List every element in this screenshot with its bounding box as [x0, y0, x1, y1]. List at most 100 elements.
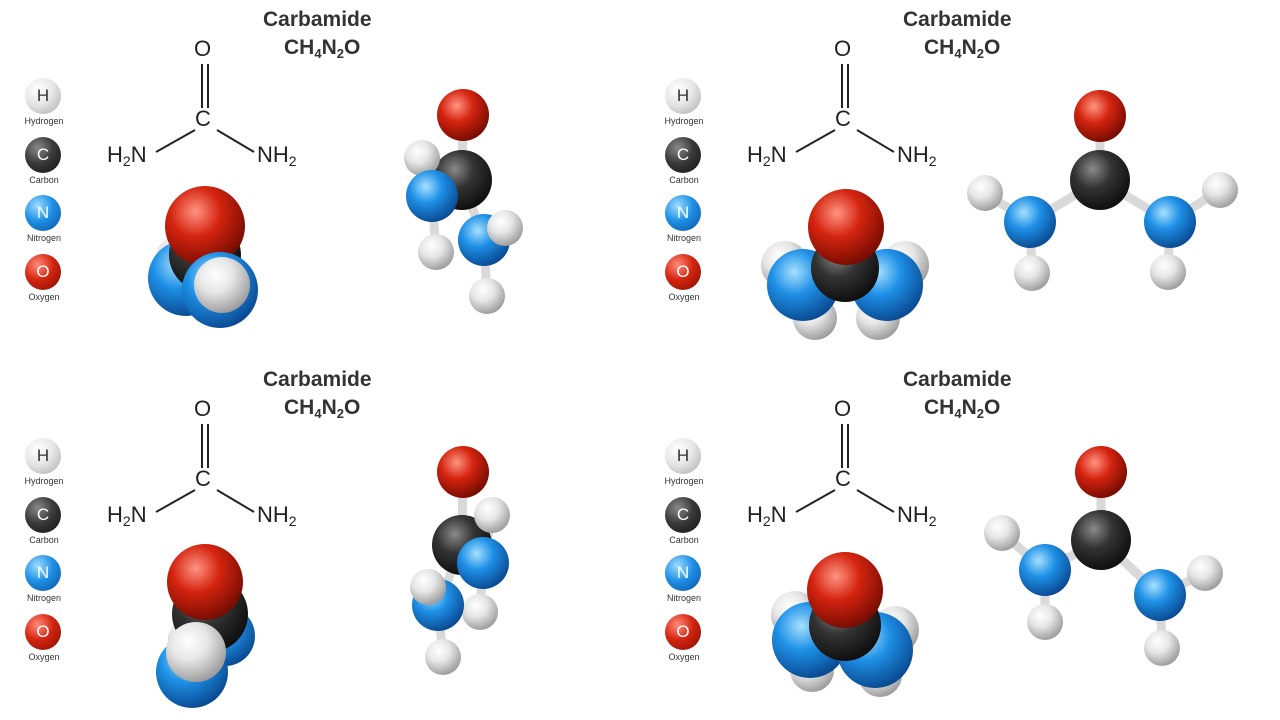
- hydrogen-atom: [462, 594, 498, 630]
- hydrogen-atom: [1202, 172, 1238, 208]
- panel-top-left: Carbamide CH4N2O H Hydrogen C Carbon N N…: [0, 0, 640, 360]
- bond-stick: [479, 223, 510, 245]
- bond-stick: [1163, 217, 1175, 277]
- nitrogen-atom: [412, 579, 464, 631]
- bond-stick: [1095, 175, 1175, 227]
- amine-part: NH: [257, 502, 289, 527]
- ball-and-stick-model: [984, 446, 1223, 666]
- amine-subscript: 2: [122, 513, 131, 529]
- amine-left-label: H2N: [747, 502, 787, 529]
- amine-subscript: 2: [762, 513, 771, 529]
- bond-stick: [1040, 535, 1106, 575]
- carbon-atom-icon: C: [25, 136, 61, 173]
- bond-stick: [980, 188, 1035, 227]
- nitrogen-atom-icon: N: [25, 555, 61, 591]
- legend-label: Hydrogen: [24, 476, 64, 486]
- molecular-formula: CH4N2O: [284, 36, 360, 61]
- hydrogen-atom: [871, 606, 919, 654]
- compound-name: Carbamide: [263, 368, 372, 391]
- legend-item-oxygen: O Oxygen: [658, 253, 710, 313]
- bond-stick: [1025, 175, 1105, 227]
- legend-label: Oxygen: [28, 651, 60, 662]
- amine-left-label: H2N: [747, 142, 787, 169]
- formula-subscript: 2: [336, 46, 344, 61]
- hydrogen-atom-icon: H: [665, 438, 701, 474]
- oxygen-atom-icon: O: [665, 253, 701, 290]
- panel-top-right: Carbamide CH4N2O H Hydrogen C Carbon N N…: [640, 0, 1280, 360]
- legend-label: Nitrogen: [26, 593, 62, 603]
- legend-label: Carbon: [669, 174, 699, 185]
- legend-label: Carbon: [29, 534, 59, 545]
- formula-part: CH: [924, 36, 955, 59]
- hydrogen-atom: [410, 569, 446, 605]
- nitrogen-atom: [1144, 196, 1196, 248]
- amine-right-label: NH2: [257, 142, 297, 169]
- carbon-atom: [1071, 510, 1131, 570]
- amine-subscript: 2: [762, 153, 771, 169]
- oxygen-atom-icon: O: [25, 613, 61, 650]
- hydrogen-atom: [984, 515, 1020, 551]
- legend-label: Nitrogen: [26, 233, 62, 243]
- panel-bottom-right: Carbamide CH4N2O H Hydrogen C Carbon N N…: [640, 360, 1280, 720]
- legend-label: Oxygen: [668, 651, 700, 662]
- atom-legend: H Hydrogen C Carbon N Nitrogen O Oxygen: [18, 78, 70, 312]
- legend-item-oxygen: O Oxygen: [658, 613, 710, 673]
- structural-formula: O C H2N NH2: [100, 394, 310, 534]
- structural-formula: O C H2N NH2: [740, 34, 950, 174]
- legend-label: Oxygen: [28, 291, 60, 302]
- legend-item-nitrogen: N Nitrogen: [18, 555, 70, 614]
- legend-item-oxygen: O Oxygen: [18, 253, 70, 313]
- carbon-atom: [1070, 150, 1130, 210]
- bond-stick: [475, 558, 488, 617]
- oxygen-atom: [437, 446, 489, 498]
- formula-part: O: [343, 396, 361, 419]
- bond-stick: [417, 153, 437, 201]
- carbon-atom: [432, 150, 492, 210]
- formula-subscript: 2: [976, 406, 984, 421]
- legend-item-hydrogen: H Hydrogen: [18, 78, 70, 137]
- legend-label: Carbon: [669, 534, 699, 545]
- oxygen-atom: [167, 544, 243, 620]
- carbon-atom: [432, 515, 492, 575]
- bond-stick: [1165, 185, 1225, 227]
- bond-lines: [795, 424, 895, 513]
- nitrogen-atom: [851, 249, 923, 321]
- nitrogen-atom: [156, 636, 228, 708]
- amine-part: H: [107, 502, 123, 527]
- carbon-atom: [809, 589, 881, 661]
- nitrogen-atom: [457, 537, 509, 589]
- legend-item-nitrogen: N Nitrogen: [658, 195, 710, 254]
- formula-part: CH: [924, 396, 955, 419]
- molecular-formula: CH4N2O: [924, 396, 1000, 421]
- hydrogen-atom-icon: H: [665, 78, 701, 114]
- formula-subscript: 4: [314, 46, 322, 61]
- oxygen-atom-icon: O: [25, 253, 61, 290]
- carbon-atom: [811, 234, 879, 302]
- nitrogen-atom: [406, 170, 458, 222]
- amine-left-label: H2N: [107, 502, 147, 529]
- amine-part: N: [770, 142, 787, 167]
- compound-name: Carbamide: [903, 368, 1012, 391]
- nitrogen-atom: [837, 612, 913, 688]
- carbon-label: C: [835, 466, 851, 491]
- oxygen-atom: [165, 186, 245, 266]
- legend-item-carbon: C Carbon: [18, 136, 70, 196]
- bond-stick: [1155, 590, 1167, 653]
- bond-stick: [457, 467, 468, 550]
- legend-label: Oxygen: [668, 291, 700, 302]
- legend-item-carbon: C Carbon: [658, 496, 710, 556]
- formula-subscript: 4: [954, 46, 962, 61]
- atom-legend: H Hydrogen C Carbon N Nitrogen O Oxygen: [658, 438, 710, 672]
- legend-item-hydrogen: H Hydrogen: [658, 438, 710, 497]
- formula-subscript: 2: [976, 46, 984, 61]
- hydrogen-atom: [168, 618, 212, 662]
- oxygen-label: O: [834, 396, 852, 421]
- space-filling-model: [771, 552, 919, 697]
- hydrogen-atom: [418, 234, 454, 270]
- hydrogen-atom: [1027, 604, 1063, 640]
- structural-formula: O C H2N NH2: [740, 394, 950, 534]
- formula-part: CH: [284, 36, 315, 59]
- atom-legend: H Hydrogen C Carbon N Nitrogen O Oxygen: [18, 438, 70, 672]
- nitrogen-atom: [195, 606, 255, 666]
